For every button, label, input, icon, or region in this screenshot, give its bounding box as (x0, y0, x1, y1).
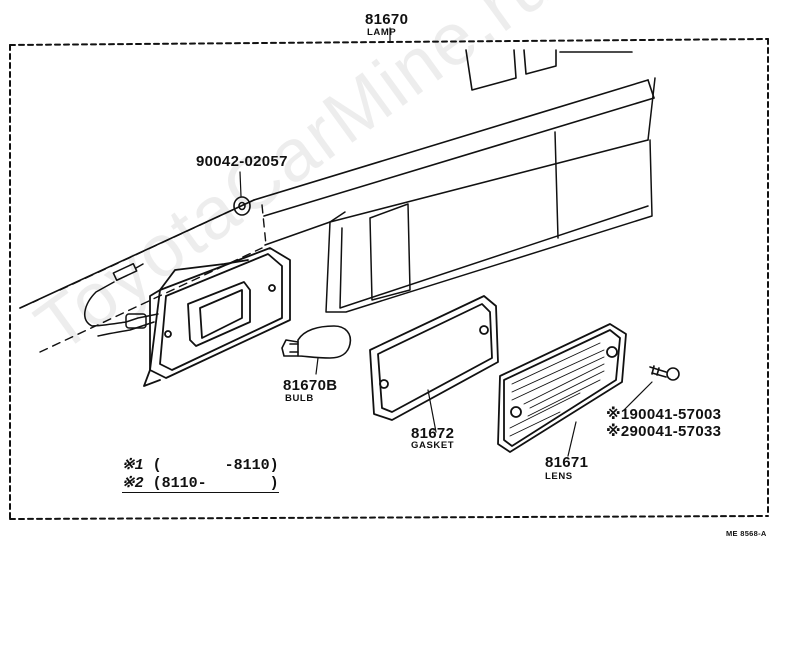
screw (649, 365, 680, 381)
screw-part-number-2: ※290041-57033 (606, 424, 721, 439)
screw-number-1: 90041-57003 (629, 406, 722, 423)
screw-mark-1: ※1 (606, 406, 630, 423)
gasket-name: GASKET (411, 440, 455, 451)
lens-name: LENS (545, 471, 573, 482)
lens-pattern (509, 342, 605, 437)
leader-lines (239, 27, 653, 457)
assembly-name: LAMP (367, 27, 397, 38)
lens-part-number: 81671 (545, 454, 589, 471)
note-1: ※1 ( -8110) (122, 458, 279, 473)
washer-part-number: 90042-02057 (196, 153, 288, 170)
wire-harness (84, 262, 159, 337)
gasket-part-number: 81672 (411, 425, 455, 442)
vehicle-body-outline (19, 49, 655, 309)
lamp-housing (143, 247, 291, 387)
gasket (369, 295, 499, 421)
screw-part-number-1: ※190041-57003 (606, 407, 721, 422)
note-2-range: (8110- ) (152, 475, 279, 492)
body-dashed-lines (19, 199, 267, 353)
washer (233, 196, 251, 216)
assembly-part-number: 81670 (365, 11, 409, 28)
note-2-mark: ※2 (122, 475, 144, 492)
note-1-mark: ※1 (122, 457, 144, 474)
note-1-range: ( -8110) (152, 457, 279, 474)
assembly-boundary (9, 38, 769, 520)
drawing-code: ME 8568-A (726, 529, 767, 538)
screw-mark-2: ※2 (606, 423, 630, 440)
screw-number-2: 90041-57033 (629, 423, 722, 440)
lens (497, 323, 627, 453)
bulb-part-number: 81670B (283, 377, 338, 394)
note-2: ※2 (8110- ) (122, 476, 279, 493)
rear-lamp-block (325, 77, 656, 313)
bulb-name: BULB (285, 393, 314, 404)
bulb (281, 325, 352, 359)
